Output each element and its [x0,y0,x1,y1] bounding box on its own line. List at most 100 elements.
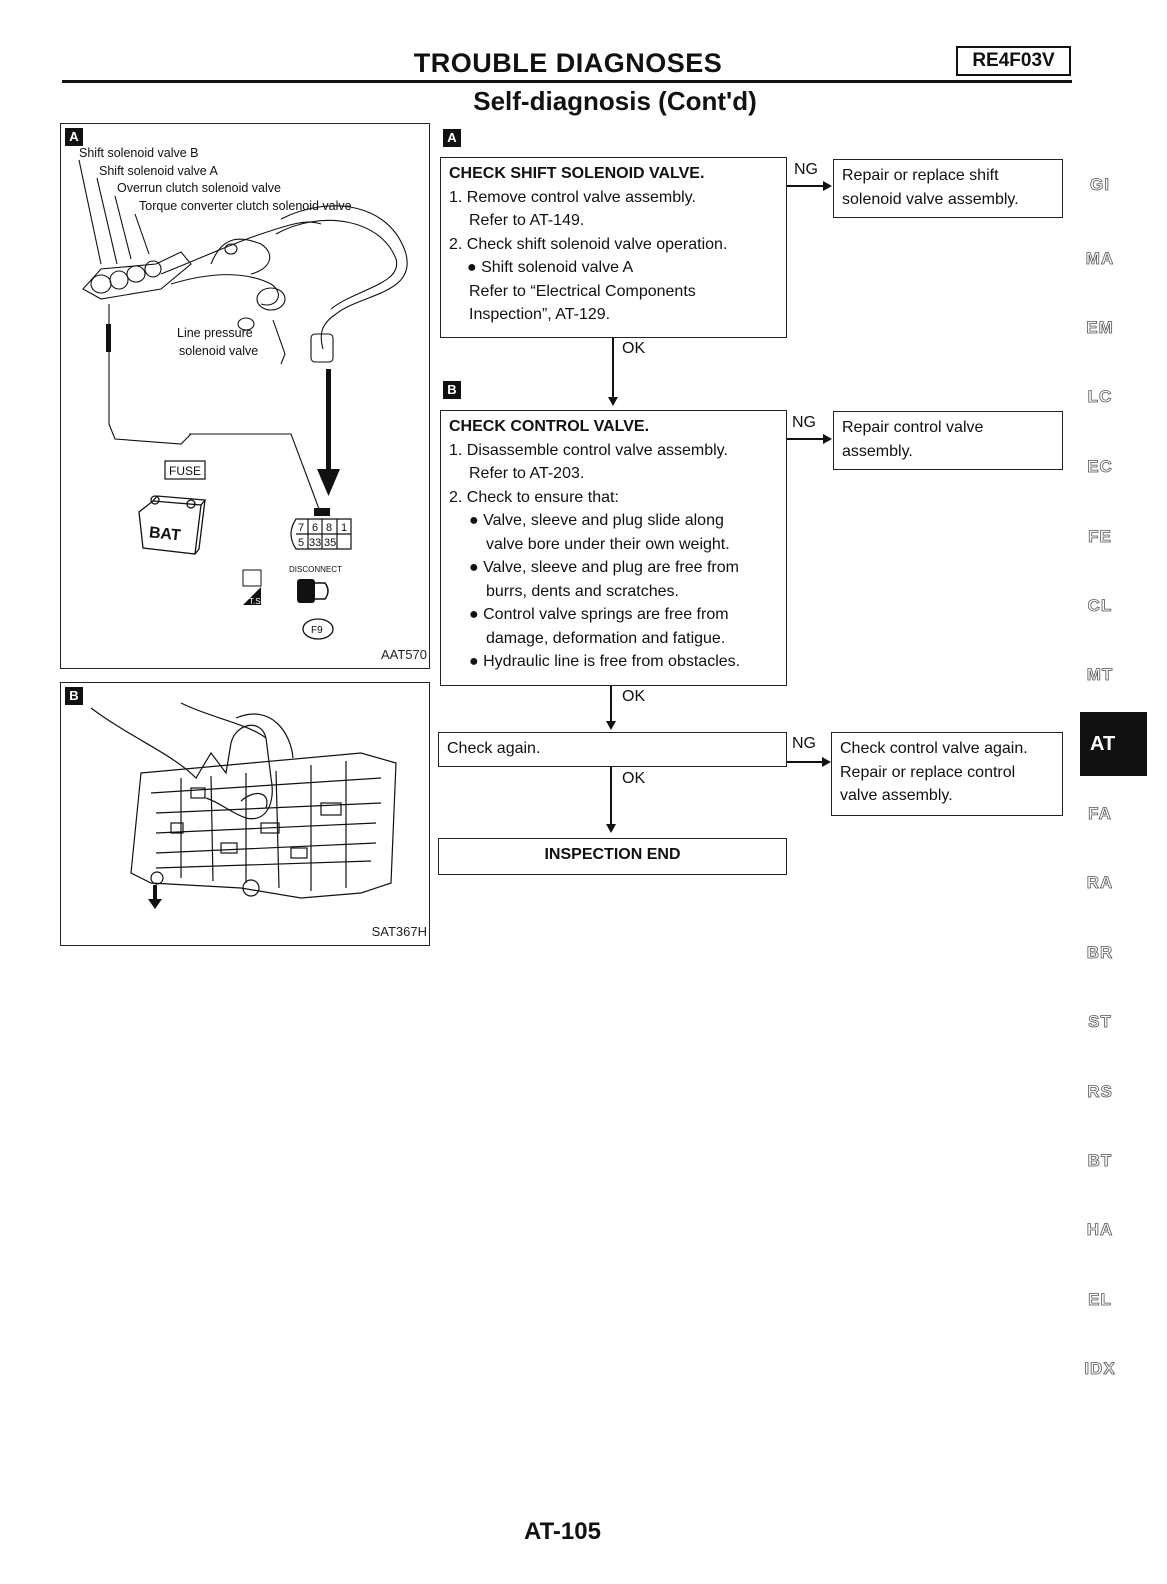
label-torque-converter: Torque converter clutch solenoid valve [139,199,352,213]
check-control-valve-title: CHECK CONTROL VALVE. [449,418,650,435]
step-b-line-6: ● Valve, sleeve and plug are free from [469,559,739,576]
step-c-ok-line [610,767,612,825]
pin-1: 1 [341,522,347,534]
nav-st[interactable]: ST [1088,1012,1112,1032]
step-a-ng-label: NG [794,161,818,178]
step-b-badge: B [443,381,461,399]
nav-el[interactable]: EL [1088,1290,1112,1310]
check-control-valve-box: CHECK CONTROL VALVE. 1. Disassemble cont… [440,410,787,686]
drain-arrow-shaft [153,885,157,901]
repair-control-valve-box: Repair control valve assembly. [833,411,1063,470]
step-b-line-2: Refer to AT-203. [469,465,585,482]
drain-arrow-head [148,899,162,909]
step-b-ng-arrow [823,434,832,444]
step-c-ok-label: OK [622,770,646,787]
repair-control-valve-line-2: assembly. [842,442,913,460]
step-c-ng-arrow [822,757,831,767]
nav-gi[interactable]: GI [1090,175,1110,195]
pin-6: 6 [312,522,318,534]
step-a-ok-line [612,338,614,398]
figure-b-badge: B [65,687,83,705]
label-shift-solenoid-a: Shift solenoid valve A [99,164,218,178]
step-b-line-10: ● Hydraulic line is free from obstacles. [469,653,741,670]
figure-b-panel: B SAT367H [60,682,430,946]
step-c-ok-arrow [606,824,616,833]
step-a-badge: A [443,129,461,147]
step-b-line-9: damage, deformation and fatigue. [486,629,726,647]
inspection-end-text: INSPECTION END [544,846,681,863]
label-shift-solenoid-b: Shift solenoid valve B [79,146,199,160]
figure-b-code: SAT367H [371,924,427,939]
repair-shift-solenoid-line-2: solenoid valve assembly. [842,190,1019,208]
step-a-ok-label: OK [622,340,646,357]
test-meter-icon [242,569,262,605]
step-c-ng-label: NG [792,735,816,752]
figure-a-badge: A [65,128,83,146]
step-a-line-2: Refer to AT-149. [469,212,585,229]
disconnect-label: DISCONNECT [289,565,342,574]
pin-8: 8 [326,522,332,534]
step-b-ok-line [610,686,612,722]
step-b-ok-arrow [606,721,616,730]
step-a-line-6: Inspection”, AT-129. [469,306,611,323]
nav-mt[interactable]: MT [1086,665,1114,685]
disconnect-icon [297,579,329,603]
step-b-ng-line [787,438,824,440]
nav-ma[interactable]: MA [1085,249,1115,269]
pin-35: 35 [324,537,336,549]
step-c-ng-line [787,761,823,763]
nav-ec[interactable]: EC [1087,457,1113,477]
nav-rs[interactable]: RS [1087,1082,1113,1102]
nav-ra[interactable]: RA [1086,873,1114,893]
step-b-ok-label: OK [622,688,646,705]
recheck-line-1: Check control valve again. [840,740,1028,757]
step-b-line-1: 1. Disassemble control valve assembly. [449,441,728,459]
check-again-text: Check again. [447,740,541,757]
connector-pointer-head [317,469,340,496]
nav-em[interactable]: EM [1086,318,1114,338]
recheck-line-2: Repair or replace control [840,763,1016,781]
label-line-pressure-2: solenoid valve [179,344,258,358]
step-a-line-5: Refer to “Electrical Components [469,282,696,300]
check-again-box: Check again. [438,732,787,767]
nav-bt[interactable]: BT [1087,1151,1113,1171]
step-a-ng-line [787,185,824,187]
step-b-line-3: 2. Check to ensure that: [449,488,619,506]
ts-label: T.S. [249,597,263,606]
nav-cl[interactable]: CL [1087,596,1113,616]
nav-fa[interactable]: FA [1088,804,1112,824]
nav-fe[interactable]: FE [1088,527,1112,547]
model-code-box: RE4F03V [956,46,1071,76]
page-subtitle: Self-diagnosis (Cont'd) [473,86,757,116]
page-title: TROUBLE DIAGNOSES [413,48,723,78]
pin-33: 33 [309,537,321,549]
step-a-line-1: 1. Remove control valve assembly. [449,188,696,206]
figure-a-panel: A Shift solenoid valve B Shift solenoid … [60,123,430,669]
repair-shift-solenoid-line-1: Repair or replace shift [842,167,999,184]
battery-label: BAT [148,524,182,544]
nav-br[interactable]: BR [1086,943,1114,963]
nav-lc[interactable]: LC [1087,387,1113,407]
step-b-line-7: burrs, dents and scratches. [486,582,679,600]
figure-a-code: AAT570 [380,647,427,662]
nav-ha[interactable]: HA [1086,1220,1114,1240]
pin-5: 5 [298,537,304,549]
nav-at-active-tab[interactable]: AT [1080,712,1147,776]
nav-idx[interactable]: IDX [1084,1359,1116,1379]
f9-label: F9 [311,625,323,636]
connector-pointer-shaft [326,369,331,469]
pin-7: 7 [298,522,304,534]
f9-connector-icon [302,618,334,640]
check-shift-solenoid-title: CHECK SHIFT SOLENOID VALVE. [449,165,705,182]
recheck-control-valve-box: Check control valve again. Repair or rep… [831,732,1063,816]
fuse-box [164,460,206,480]
step-a-ok-arrow [608,397,618,406]
fuse-label: FUSE [169,464,201,478]
step-a-ng-arrow [823,181,832,191]
step-b-line-4: ● Valve, sleeve and plug slide along [469,512,724,529]
step-b-ng-label: NG [792,414,816,431]
repair-control-valve-line-1: Repair control valve [842,419,984,436]
repair-shift-solenoid-box: Repair or replace shift solenoid valve a… [833,159,1063,218]
step-a-line-3: 2. Check shift solenoid valve operation. [449,235,728,253]
solenoid-wiring-illustration: Shift solenoid valve B Shift solenoid va… [78,146,408,640]
